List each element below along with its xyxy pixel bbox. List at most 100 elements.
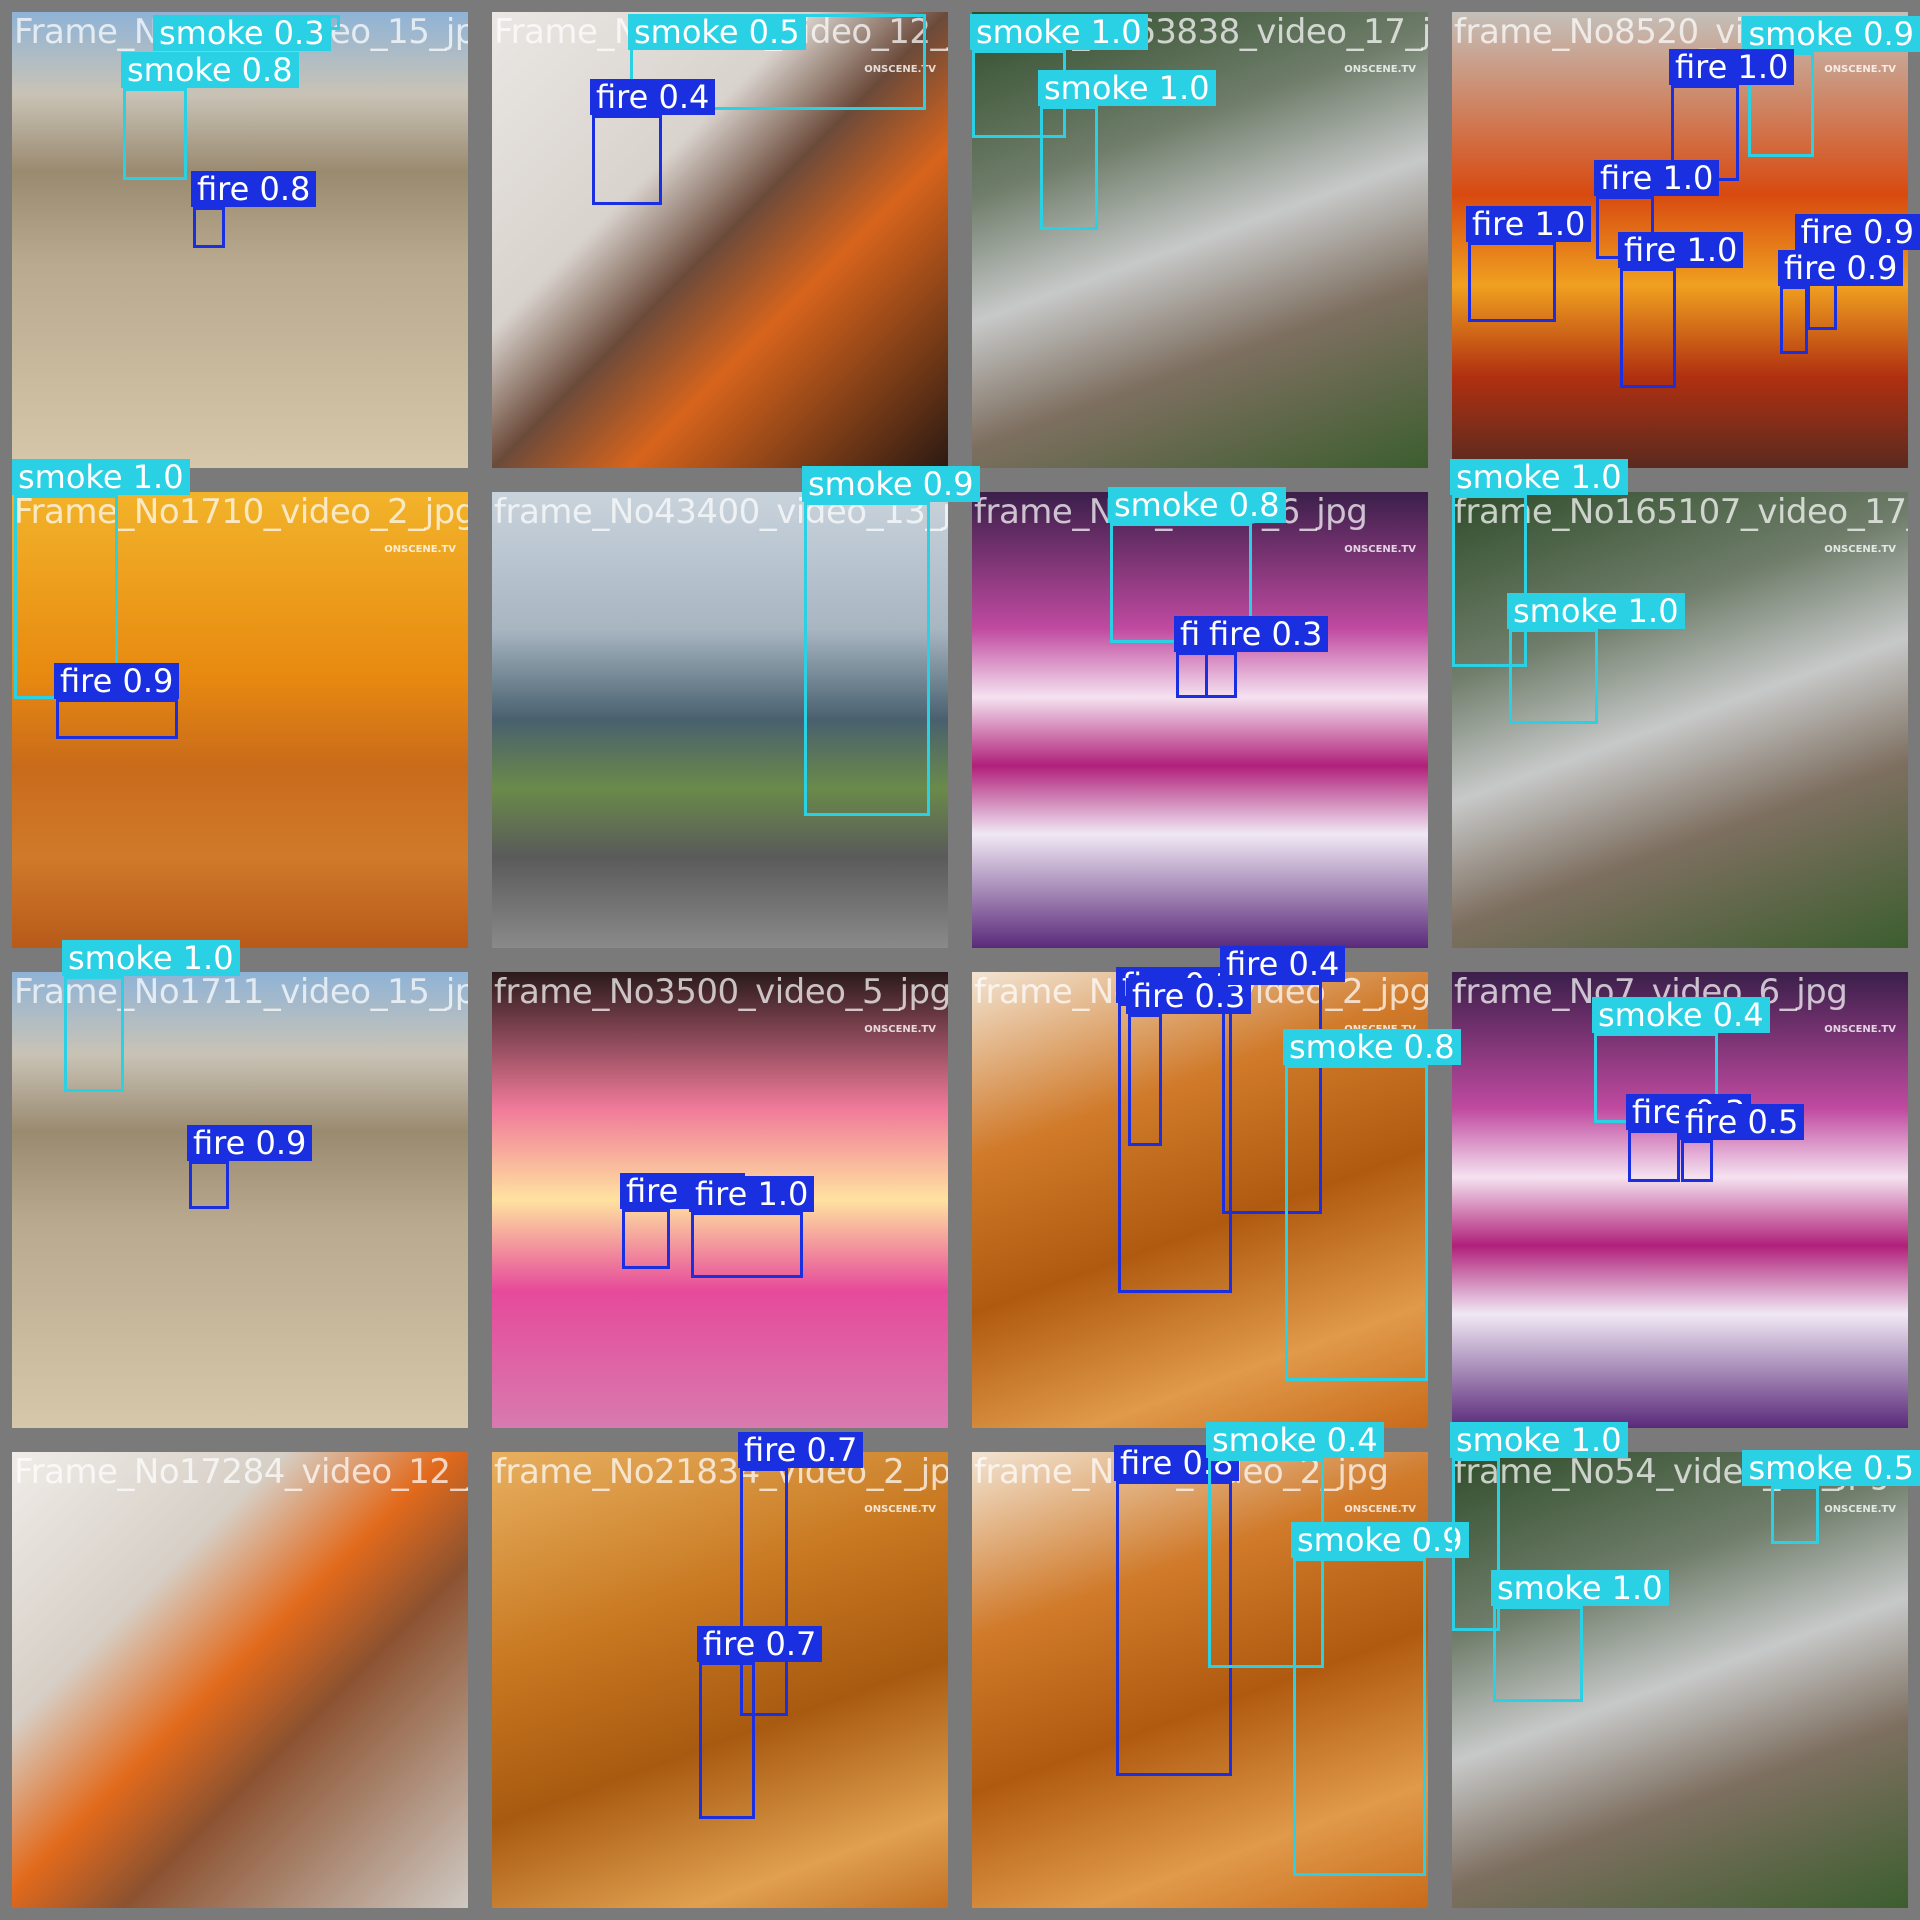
fire-detection-label: fire 0.5 <box>1679 1104 1805 1140</box>
tile-filename: Frame_No1710_video_2_jpg <box>14 492 468 532</box>
fire-bounding-box <box>1620 268 1676 388</box>
mosaic-tile: frame_No43400_video_13_jpg <box>492 492 948 948</box>
watermark-logo: ONSCENE.TV <box>1344 1504 1416 1515</box>
smoke-bounding-box <box>1285 1065 1428 1381</box>
fire-detection-label: fire 1.0 <box>1669 49 1795 85</box>
smoke-bounding-box <box>804 502 930 816</box>
fire-detection-label: fire 1.0 <box>1618 232 1744 268</box>
fire-bounding-box <box>189 1161 229 1209</box>
smoke-bounding-box <box>1509 629 1598 724</box>
watermark-logo: ONSCENE.TV <box>864 64 936 75</box>
tile-photo <box>1452 1452 1908 1908</box>
fire-bounding-box <box>1628 1130 1680 1182</box>
smoke-bounding-box <box>1208 1458 1324 1668</box>
smoke-detection-label: smoke 0.5 <box>628 14 806 50</box>
fire-bounding-box <box>1468 242 1556 322</box>
smoke-bounding-box <box>1452 1458 1500 1631</box>
smoke-detection-label: smoke 0.9 <box>1742 16 1920 52</box>
mosaic-tile: Frame_No1710_video_15_jpg <box>12 12 468 468</box>
tile-photo <box>492 12 948 468</box>
watermark-logo: ONSCENE.TV <box>864 1504 936 1515</box>
watermark-logo: ONSCENE.TV <box>864 1024 936 1035</box>
smoke-detection-label: smoke 1.0 <box>970 14 1148 50</box>
smoke-detection-label: smoke 0.4 <box>1206 1422 1384 1458</box>
fire-detection-label: fire 0.3 <box>1203 616 1329 652</box>
tile-photo <box>12 1452 468 1908</box>
fire-detection-label: fire 1.0 <box>1466 206 1592 242</box>
watermark-logo: ONSCENE.TV <box>1344 64 1416 75</box>
fire-bounding-box <box>1780 286 1808 354</box>
smoke-detection-label: smoke 0.8 <box>1283 1029 1461 1065</box>
smoke-detection-label: smoke 1.0 <box>1507 593 1685 629</box>
fire-bounding-box <box>622 1209 670 1269</box>
smoke-bounding-box <box>1493 1606 1583 1702</box>
tile-photo <box>492 492 948 948</box>
tile-photo <box>492 1452 948 1908</box>
fire-detection-label: fire 0.4 <box>590 79 716 115</box>
watermark-logo: ONSCENE.TV <box>1824 1024 1896 1035</box>
tile-filename: Frame_No17284_video_12_jpg <box>14 1452 468 1492</box>
smoke-bounding-box <box>1293 1558 1426 1876</box>
watermark-logo: ONSCENE.TV <box>1344 544 1416 555</box>
smoke-detection-label: smoke 1.0 <box>62 940 240 976</box>
fire-bounding-box <box>1128 1014 1162 1146</box>
tile-filename: frame_No165107_video_17_jpg <box>1454 492 1908 532</box>
fire-bounding-box <box>193 207 225 248</box>
smoke-detection-label: smoke 0.5 <box>1742 1450 1920 1486</box>
fire-detection-label: fire 0.8 <box>191 171 317 207</box>
tile-photo <box>12 972 468 1428</box>
fire-detection-label: fire 1.0 <box>1594 160 1720 196</box>
tile-photo <box>1452 492 1908 948</box>
smoke-detection-label: smoke 1.0 <box>1491 1570 1669 1606</box>
fire-detection-label: fire 0.9 <box>54 663 180 699</box>
smoke-detection-label: smoke 1.0 <box>1450 459 1628 495</box>
fire-bounding-box <box>1222 982 1322 1214</box>
fire-bounding-box <box>56 699 178 739</box>
smoke-detection-label: smoke 0.4 <box>1592 997 1770 1033</box>
tile-filename: frame_No21834_video_2_jpg <box>494 1452 948 1492</box>
tile-filename: frame_No3500_video_5_jpg <box>494 972 948 1012</box>
smoke-bounding-box <box>123 88 187 180</box>
smoke-detection-label: smoke 0.8 <box>1108 487 1286 523</box>
fire-detection-label: fire 0.7 <box>738 1432 864 1468</box>
watermark-logo: ONSCENE.TV <box>1824 1504 1896 1515</box>
smoke-detection-label: smoke 0.9 <box>1291 1522 1469 1558</box>
fire-detection-label: fire 1.0 <box>689 1176 815 1212</box>
fire-bounding-box <box>592 115 662 205</box>
fire-detection-label: fire 0.7 <box>697 1626 823 1662</box>
watermark-logo: ONSCENE.TV <box>1824 544 1896 555</box>
fire-bounding-box <box>1205 652 1237 698</box>
smoke-detection-label: smoke 1.0 <box>1038 70 1216 106</box>
mosaic-tile: Frame_No17284_video_12_jpg <box>12 1452 468 1908</box>
smoke-bounding-box <box>1452 495 1527 667</box>
fire-bounding-box <box>691 1212 803 1278</box>
tile-photo <box>12 12 468 468</box>
fire-detection-label: fire 0.9 <box>1778 250 1904 286</box>
smoke-detection-label: smoke 0.8 <box>121 52 299 88</box>
fire-detection-label: fire 0.9 <box>1794 214 1920 250</box>
smoke-detection-label: smoke 1.0 <box>12 459 190 495</box>
smoke-bounding-box <box>1040 106 1098 230</box>
fire-detection-label: fire 0.4 <box>1220 946 1346 982</box>
smoke-bounding-box <box>64 976 124 1092</box>
fire-detection-label: fire 0.9 <box>187 1125 313 1161</box>
tile-photo <box>1452 972 1908 1428</box>
fire-bounding-box <box>1116 1481 1232 1776</box>
smoke-detection-label: smoke 0.9 <box>802 466 980 502</box>
tile-photo <box>12 492 468 948</box>
fire-bounding-box <box>1176 652 1208 698</box>
smoke-detection-label: smoke 1.0 <box>1450 1422 1628 1458</box>
tile-photo <box>972 492 1428 948</box>
fire-bounding-box <box>740 1468 788 1716</box>
smoke-bounding-box <box>1771 1486 1819 1544</box>
smoke-detection-label: smoke 0.3 <box>153 15 331 51</box>
watermark-logo: ONSCENE.TV <box>1824 64 1896 75</box>
fire-bounding-box <box>699 1662 755 1819</box>
